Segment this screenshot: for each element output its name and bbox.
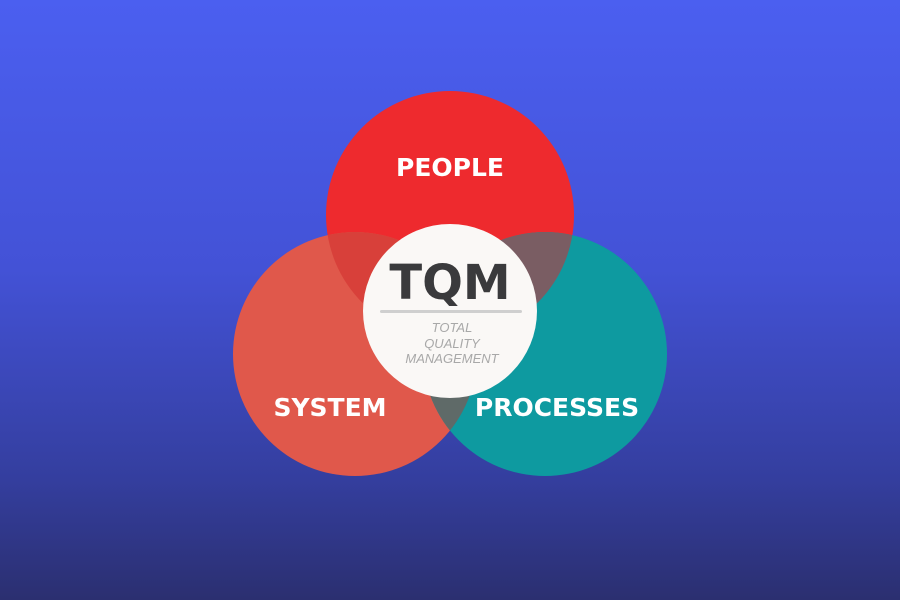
tqm-title: TQM [389, 255, 510, 311]
processes-label: PROCESSES [475, 393, 639, 422]
subtitle-line-2: QUALITY [424, 336, 481, 351]
system-label: SYSTEM [273, 393, 386, 422]
subtitle-line-3: MANAGEMENT [405, 351, 499, 366]
center-divider [380, 310, 522, 313]
subtitle-line-1: TOTAL [432, 320, 473, 335]
people-label: PEOPLE [396, 153, 504, 182]
